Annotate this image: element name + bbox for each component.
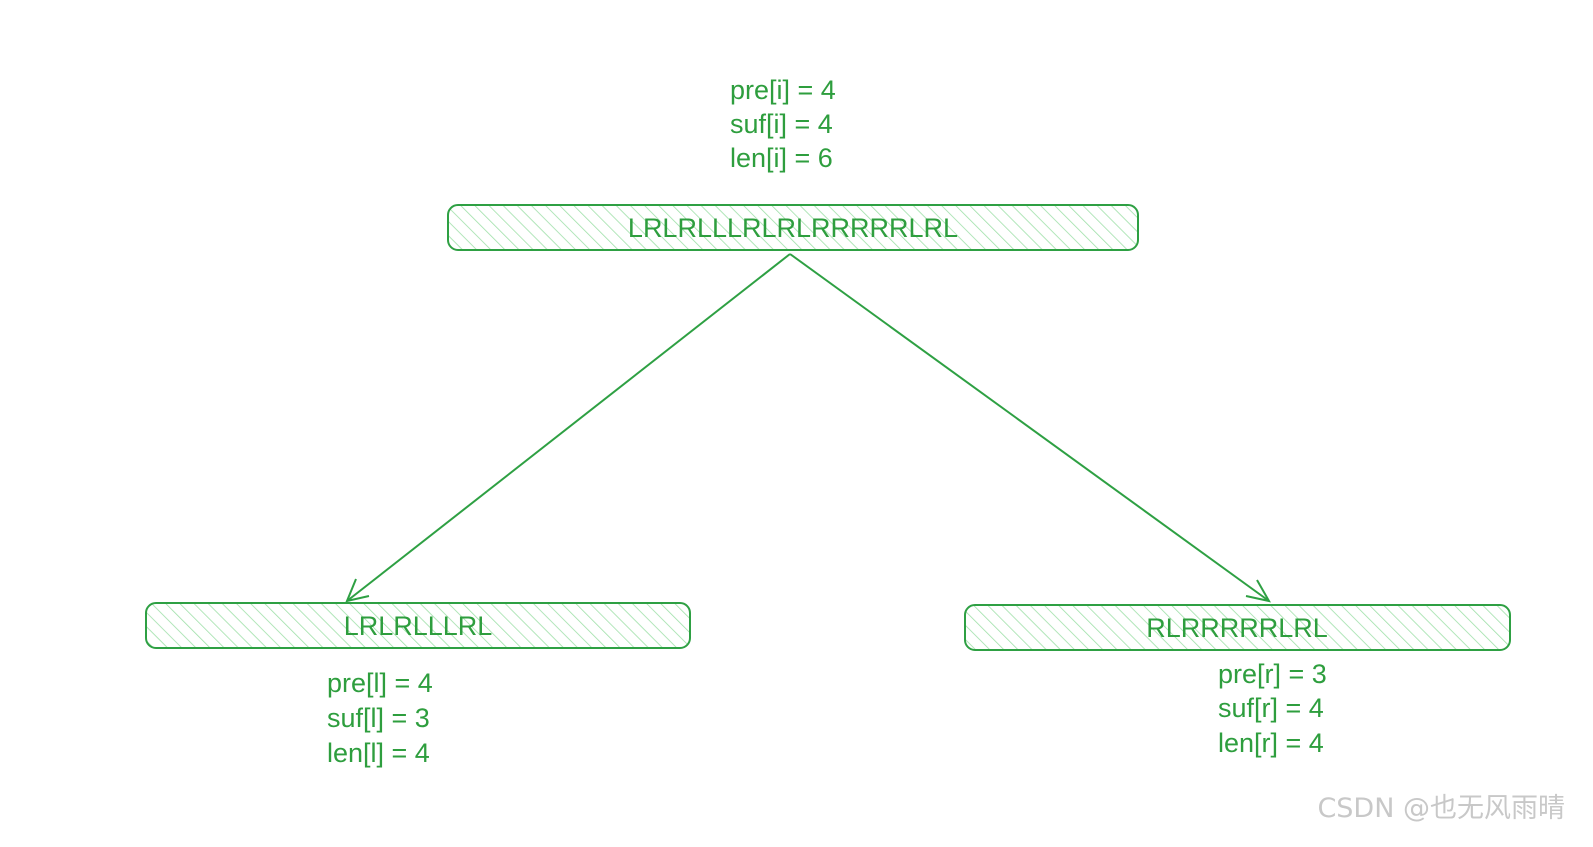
left-stats: pre[l] = 4 suf[l] = 3 len[l] = 4 bbox=[327, 668, 433, 768]
left-pre-stat: pre[l] = 4 bbox=[327, 668, 433, 698]
left-suf-stat: suf[l] = 3 bbox=[327, 703, 430, 733]
arrowhead-right bbox=[1245, 579, 1271, 603]
right-node: RLRRRRRLRL bbox=[964, 604, 1511, 651]
arrowhead-left bbox=[345, 578, 370, 603]
left-node-label: LRLRLLLRL bbox=[344, 611, 493, 641]
edge-root-left bbox=[345, 253, 791, 603]
right-node-label: RLRRRRRLRL bbox=[1146, 613, 1328, 643]
edge-root-right bbox=[789, 253, 1271, 603]
root-pre-stat: pre[i] = 4 bbox=[730, 75, 836, 105]
root-suf-stat: suf[i] = 4 bbox=[730, 109, 833, 139]
right-node-box bbox=[964, 604, 1511, 651]
root-node-box bbox=[447, 204, 1139, 251]
watermark: CSDN @也无风雨晴 bbox=[1317, 793, 1565, 824]
root-len-stat: len[i] = 6 bbox=[730, 143, 833, 173]
root-node: LRLRLLLRLRLRRRRRLRL bbox=[447, 204, 1139, 251]
root-node-label: LRLRLLLRLRLRRRRRLRL bbox=[628, 213, 958, 243]
left-node-box bbox=[145, 602, 691, 649]
left-node: LRLRLLLRL bbox=[145, 602, 691, 649]
right-len-stat: len[r] = 4 bbox=[1218, 728, 1324, 758]
right-stats: pre[r] = 3 suf[r] = 4 len[r] = 4 bbox=[1218, 659, 1327, 758]
root-stats: pre[i] = 4 suf[i] = 4 len[i] = 6 bbox=[730, 75, 836, 173]
right-suf-stat: suf[r] = 4 bbox=[1218, 693, 1324, 723]
right-pre-stat: pre[r] = 3 bbox=[1218, 659, 1327, 689]
left-len-stat: len[l] = 4 bbox=[327, 738, 430, 768]
